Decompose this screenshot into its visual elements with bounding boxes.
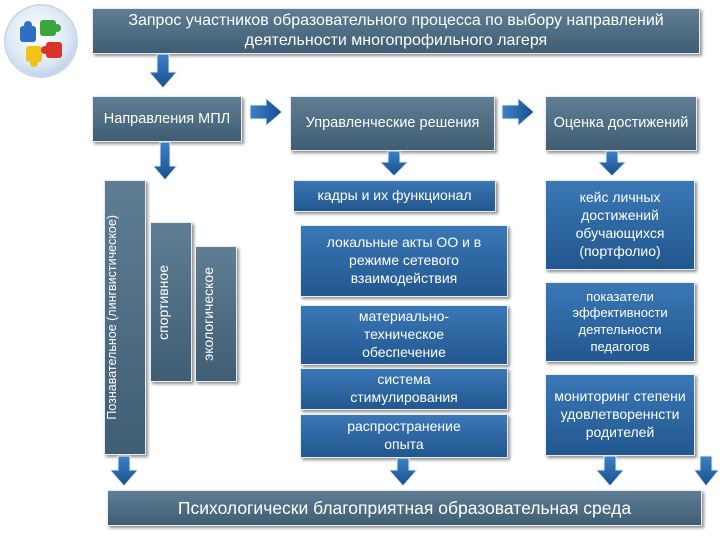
arrow-col1-down <box>108 455 140 487</box>
directions-header: Направления МПЛ <box>92 96 242 142</box>
assessment-item-portfolio: кейс личных достижений обучающихся (порт… <box>545 180 695 270</box>
arrow-title-to-directions <box>147 53 179 89</box>
arrow-directions-to-management <box>249 96 283 128</box>
management-item-material: материально-техническое обеспечение <box>300 305 508 365</box>
arrow-management-to-assessment <box>501 96 535 128</box>
arrow-col2-down <box>387 457 419 487</box>
arrow-management-down <box>378 150 410 177</box>
ecology-direction: экологическое <box>195 246 237 382</box>
assessment-item-parent-satisfaction: мониторинг степени удовлетвореннсти роди… <box>545 374 695 456</box>
cognitive-direction: Познавательное (лингвистическое) <box>104 180 146 455</box>
assessment-item-teacher-efficiency: показатели эффективности деятельности пе… <box>545 282 695 362</box>
sports-direction: спортивное <box>150 222 192 382</box>
footer-banner: Психологически благоприятная образовател… <box>107 490 702 526</box>
management-item-local-acts: локальные акты ОО и в режиме сетевого вз… <box>300 225 508 297</box>
management-item-staff: кадры и их функционал <box>293 180 496 212</box>
management-item-experience: распространение опыта <box>300 414 508 458</box>
arrow-directions-down <box>151 141 179 181</box>
puzzle-icon <box>20 20 62 67</box>
arrow-assessment-down <box>596 150 628 177</box>
puzzle-logo <box>6 6 76 76</box>
arrow-col3-down <box>594 455 626 487</box>
page-title: Запрос участников образовательного проце… <box>92 8 700 54</box>
arrow-right-edge <box>693 455 720 487</box>
assessment-header: Оценка достижений <box>545 96 697 151</box>
management-item-incentives: система стимулирования <box>300 368 508 410</box>
